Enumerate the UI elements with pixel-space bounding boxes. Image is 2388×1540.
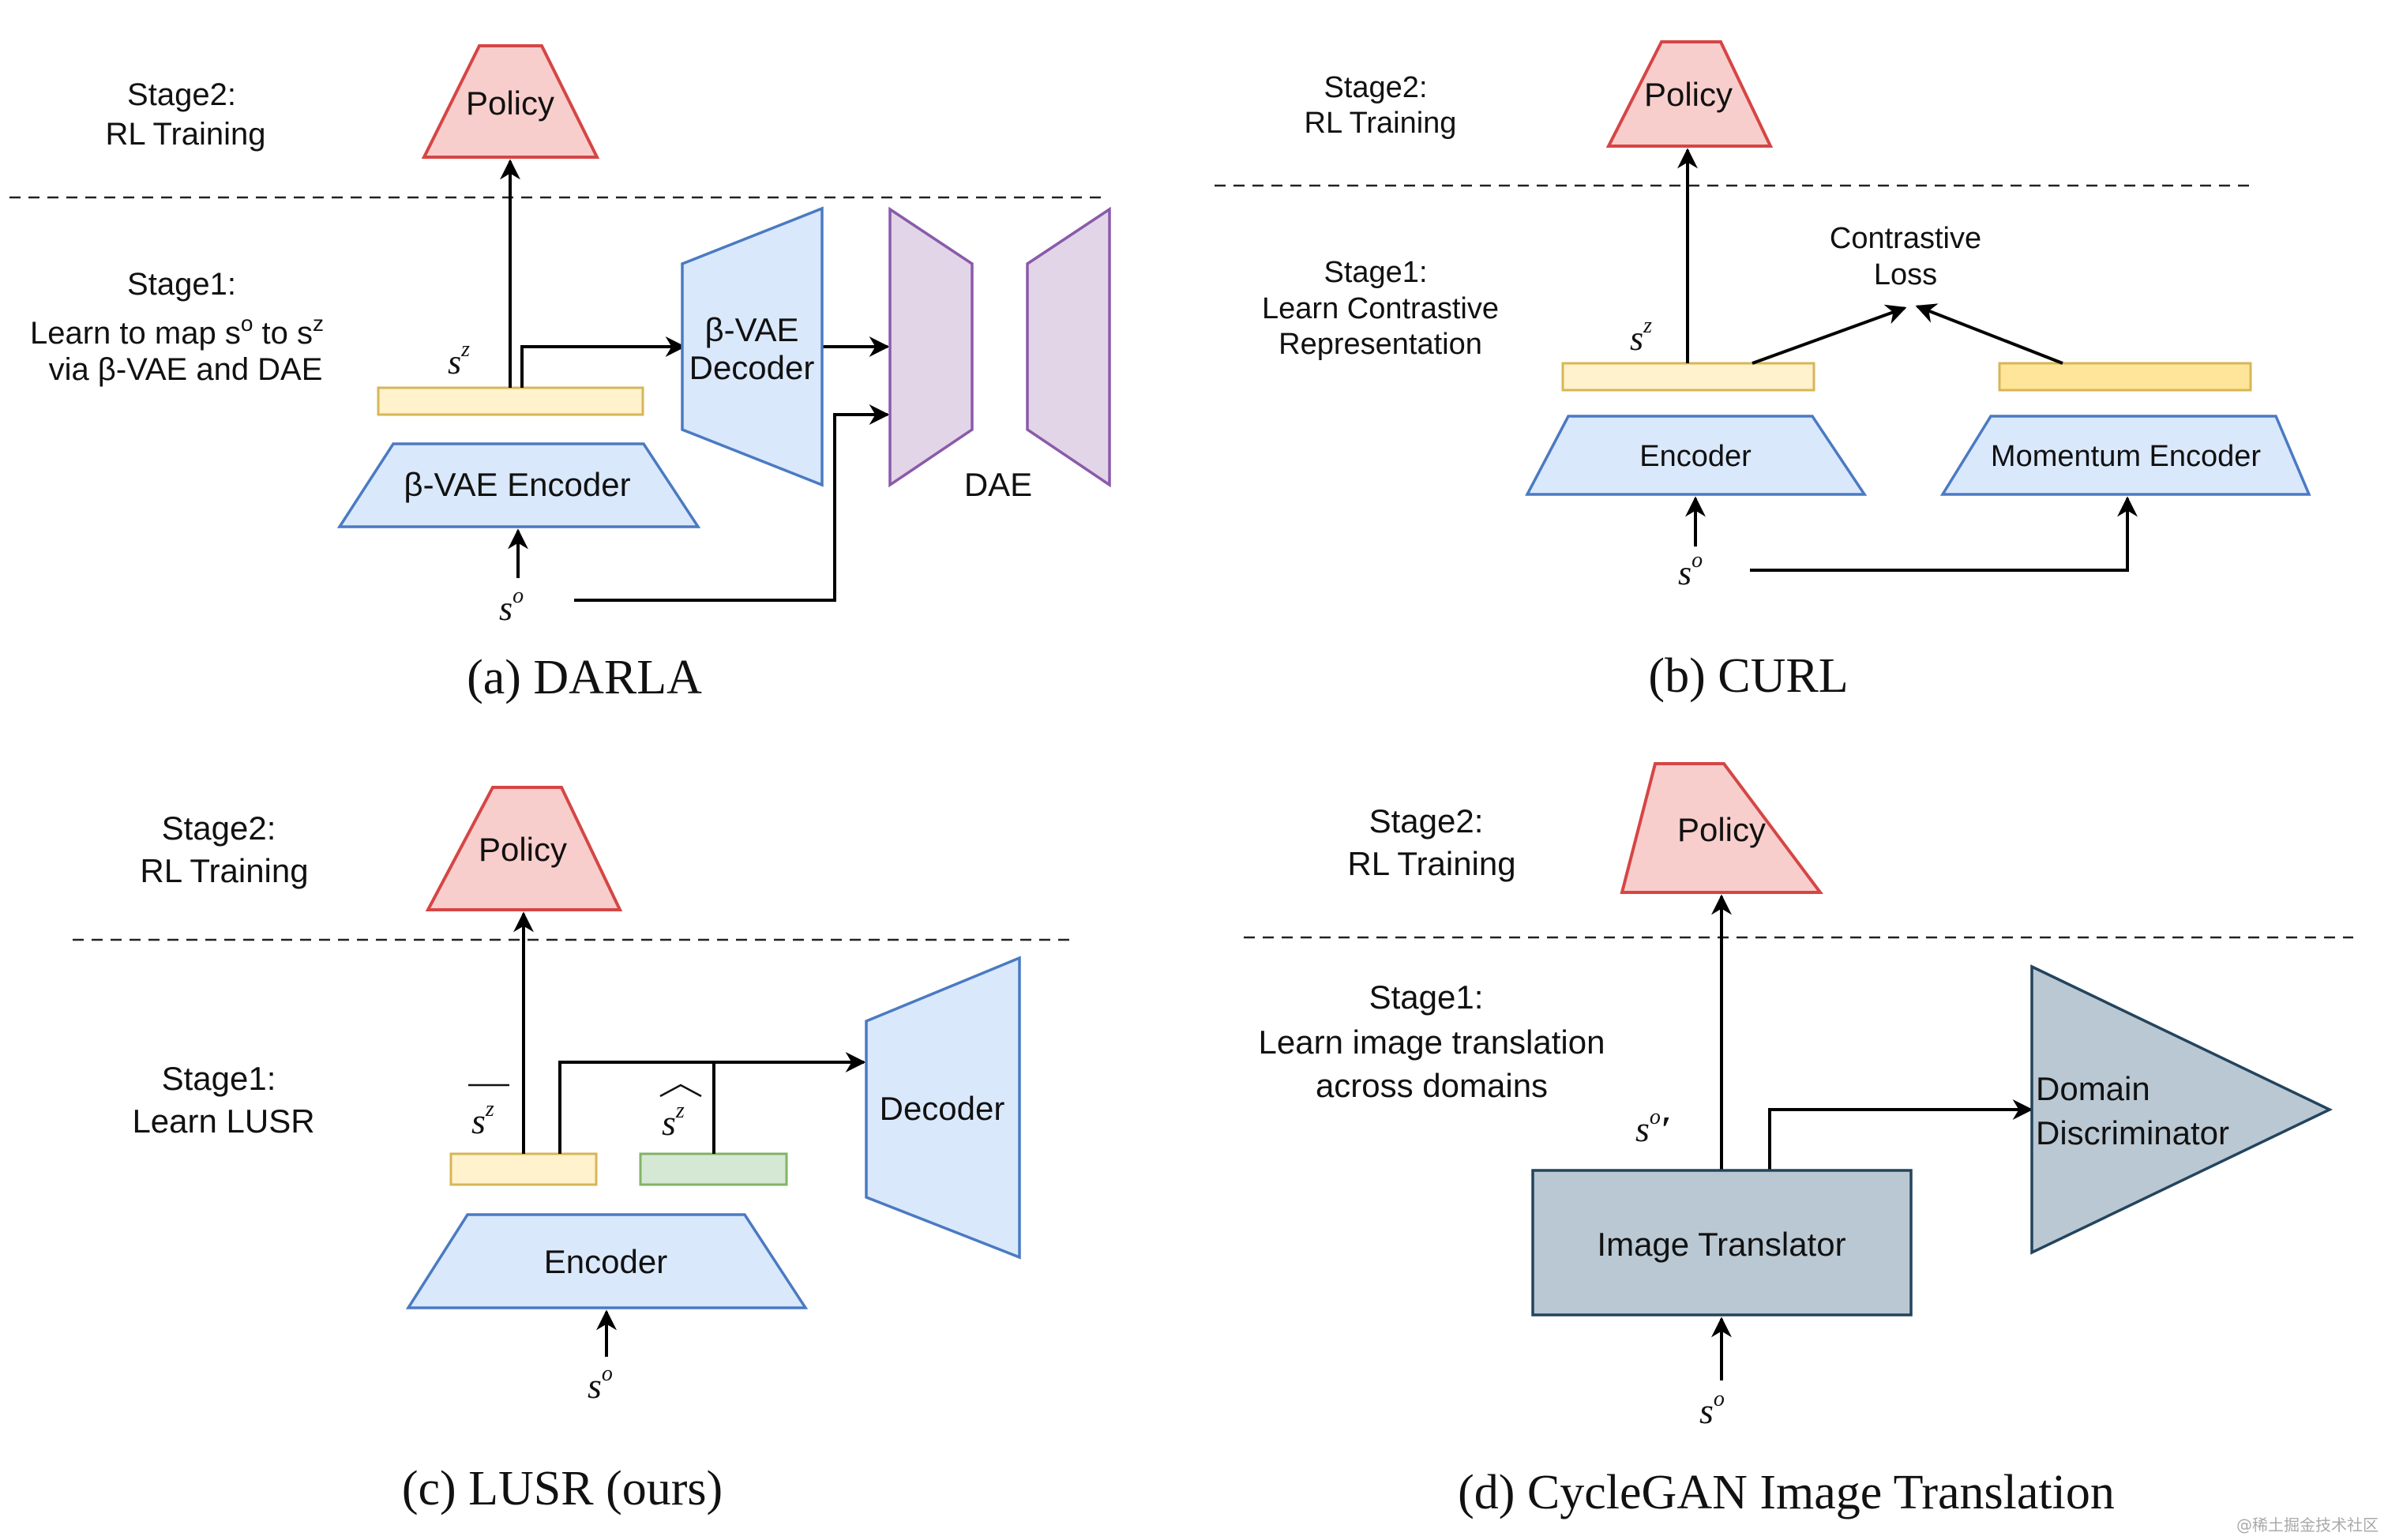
policy-trapezoid	[1605, 40, 1774, 148]
arrow-input-to-momentum-encoder	[1750, 496, 2138, 572]
input-so-label: so	[1699, 1387, 1725, 1431]
policy-trapezoid	[421, 44, 600, 159]
dae-label: DAE	[964, 466, 1032, 503]
stage1-desc-line2: via β-VAE and DAE	[49, 352, 323, 387]
stage1-desc-line2: Representation	[1278, 328, 1482, 361]
contrastive-loss-line1: Contrastive	[1830, 222, 1981, 255]
arrow-momentum-to-loss	[1915, 303, 2063, 365]
stage1-desc-line1: Learn LUSR	[132, 1102, 314, 1140]
encoder-label: Encoder	[1639, 440, 1752, 473]
watermark: @稀土掘金技术社区	[2236, 1516, 2379, 1534]
stage1-desc-line1: Learn image translation	[1259, 1024, 1605, 1061]
momentum-encoder-label: Momentum Encoder	[1991, 440, 2261, 473]
momentum-encoder	[1939, 415, 2311, 496]
policy-trapezoid	[425, 786, 623, 911]
stage1-label: Stage1:	[1369, 978, 1484, 1016]
latent-sbar-label: sz	[471, 1097, 494, 1141]
domain-latent-bar	[639, 1152, 788, 1186]
dae-decoder-half	[1026, 206, 1111, 488]
decoder-label: Decoder	[880, 1090, 1005, 1127]
input-so-label: so	[1678, 548, 1703, 592]
encoder	[405, 1213, 809, 1309]
stage1-label: Stage1:	[162, 1060, 276, 1097]
input-so-label: so	[499, 584, 524, 628]
stage2-sublabel: RL Training	[140, 852, 308, 889]
stage2-sublabel: RL Training	[1347, 845, 1515, 882]
decoder-label-line1: β-VAE	[704, 311, 798, 348]
policy-label: Policy	[1677, 811, 1766, 848]
latent-vector-bar	[1561, 362, 1815, 392]
stage2-label: Stage2:	[1369, 802, 1484, 839]
arrow-input-to-dae	[574, 404, 890, 602]
encoder-label: β-VAE Encoder	[404, 466, 630, 503]
arrow-translator-to-discriminator	[1768, 1099, 2033, 1170]
stage1-label: Stage1:	[127, 267, 236, 302]
encoder-label: Encoder	[544, 1243, 667, 1280]
caption-lusr: (c) LUSR (ours)	[402, 1462, 723, 1516]
input-so-label: so	[588, 1362, 613, 1406]
beta-vae-encoder	[336, 442, 701, 528]
decoder	[865, 956, 1021, 1260]
panel-lusr: Stage2: RL Training Policy Stage1: Learn…	[73, 786, 1074, 1516]
caption-cyclegan: (d) CycleGAN Image Translation	[1458, 1466, 2115, 1519]
panel-darla: Stage2: RL Training Policy Stage1: Learn…	[9, 44, 1111, 704]
stage2-sublabel: RL Training	[1305, 107, 1457, 140]
momentum-latent-bar	[1998, 362, 2252, 392]
panel-curl: Stage2: RL Training Policy Stage1: Learn…	[1215, 40, 2311, 703]
panel-cyclegan: Stage2: RL Training Policy Stage1: Learn…	[1244, 762, 2353, 1519]
dae-encoder-half	[888, 206, 974, 488]
policy-label: Policy	[1644, 76, 1733, 113]
caption-darla: (a) DARLA	[467, 651, 702, 704]
stage1-desc-line1: Learn to map so to sz	[30, 311, 324, 351]
latent-sz-label: sz	[448, 337, 470, 381]
caption-curl: (b) CURL	[1648, 649, 1848, 703]
stage1-desc-line1: Learn Contrastive	[1262, 292, 1499, 325]
policy-trapezoid	[1620, 762, 1823, 894]
stage2-label: Stage2:	[1324, 71, 1428, 104]
decoder-label-line2: Decoder	[689, 349, 815, 386]
latent-sz-label: sz	[1630, 314, 1652, 358]
domain-discriminator	[2030, 964, 2334, 1255]
encoder	[1525, 415, 1868, 496]
image-translator	[1531, 1169, 1913, 1317]
translated-so-prime-label: so′	[1635, 1105, 1671, 1149]
arrow-latent-to-decoder	[520, 336, 686, 388]
latent-vector-bar	[377, 386, 644, 416]
contrastive-loss-line2: Loss	[1874, 258, 1937, 291]
shared-latent-bar	[449, 1152, 598, 1186]
latent-shat-label: sz	[662, 1099, 685, 1143]
stage1-label: Stage1:	[1324, 256, 1428, 289]
discriminator-label-line1: Domain	[2036, 1070, 2150, 1107]
stage1-desc-line2: across domains	[1316, 1067, 1548, 1104]
arrow-latent-to-loss	[1752, 304, 1907, 365]
policy-label: Policy	[479, 831, 567, 868]
beta-vae-decoder	[681, 206, 824, 487]
discriminator-label-line2: Discriminator	[2036, 1114, 2229, 1151]
stage2-label: Stage2:	[127, 77, 236, 112]
arrow-latents-to-decoder	[558, 1052, 866, 1154]
stage2-label: Stage2:	[162, 809, 276, 847]
policy-label: Policy	[466, 85, 554, 122]
image-translator-label: Image Translator	[1597, 1226, 1845, 1263]
stage2-sublabel: RL Training	[105, 117, 265, 152]
hat-mark	[659, 1084, 702, 1098]
